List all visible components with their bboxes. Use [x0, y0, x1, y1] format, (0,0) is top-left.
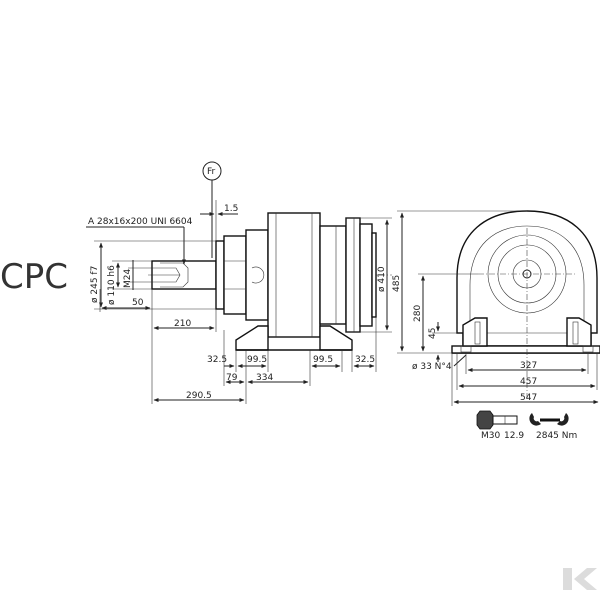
dim-99-5-left: 99.5	[247, 355, 267, 365]
key-spec-label: A 28x16x200 UNI 6604	[88, 217, 193, 227]
radial-force-label: Fr	[207, 167, 216, 177]
dim-485: 485	[392, 275, 402, 292]
dim-99-5-right: 99.5	[313, 355, 333, 365]
dim-d410: ø 410	[377, 266, 387, 292]
dim-45: 45	[428, 328, 438, 339]
dim-32-5-right: 32.5	[355, 355, 375, 365]
dim-334: 334	[256, 373, 273, 383]
dim-m24: M24	[123, 269, 133, 288]
dim-50: 50	[132, 298, 144, 308]
dim-79: 79	[226, 373, 238, 383]
dim-280: 280	[413, 305, 423, 322]
side-view: Fr 1.5 A 28x16x200 UNI 6604 ø 245 f7 ø 1…	[86, 161, 392, 404]
dim-d245: ø 245 f7	[90, 266, 100, 303]
front-view: 485 280 45 ø 33 N°4 327 457 547	[392, 210, 600, 406]
dim-290-5: 290.5	[186, 391, 212, 401]
dim-d110: ø 110 h6	[107, 265, 117, 305]
foot-left	[235, 325, 269, 351]
bolt-size: M30	[481, 431, 500, 441]
dim-210: 210	[174, 319, 191, 329]
fasteners: M30 12.9 2845 Nm	[476, 410, 577, 441]
gear-housing	[267, 212, 321, 338]
brand-logo-icon	[563, 568, 597, 590]
model-title: CPC	[0, 257, 68, 297]
dim-547: 547	[520, 393, 537, 403]
wrench-icon	[529, 413, 569, 426]
bolt-class: 12.9	[504, 431, 524, 441]
tightening-torque: 2845 Nm	[536, 431, 577, 441]
dim-holes: ø 33 N°4	[412, 362, 452, 372]
dim-1-5: 1.5	[224, 204, 238, 214]
dim-32-5-left: 32.5	[207, 355, 227, 365]
dim-457: 457	[520, 377, 537, 387]
mounting-flange	[215, 240, 225, 310]
foot-right	[319, 325, 353, 351]
dim-327: 327	[520, 361, 537, 371]
bolt-icon	[476, 410, 518, 430]
